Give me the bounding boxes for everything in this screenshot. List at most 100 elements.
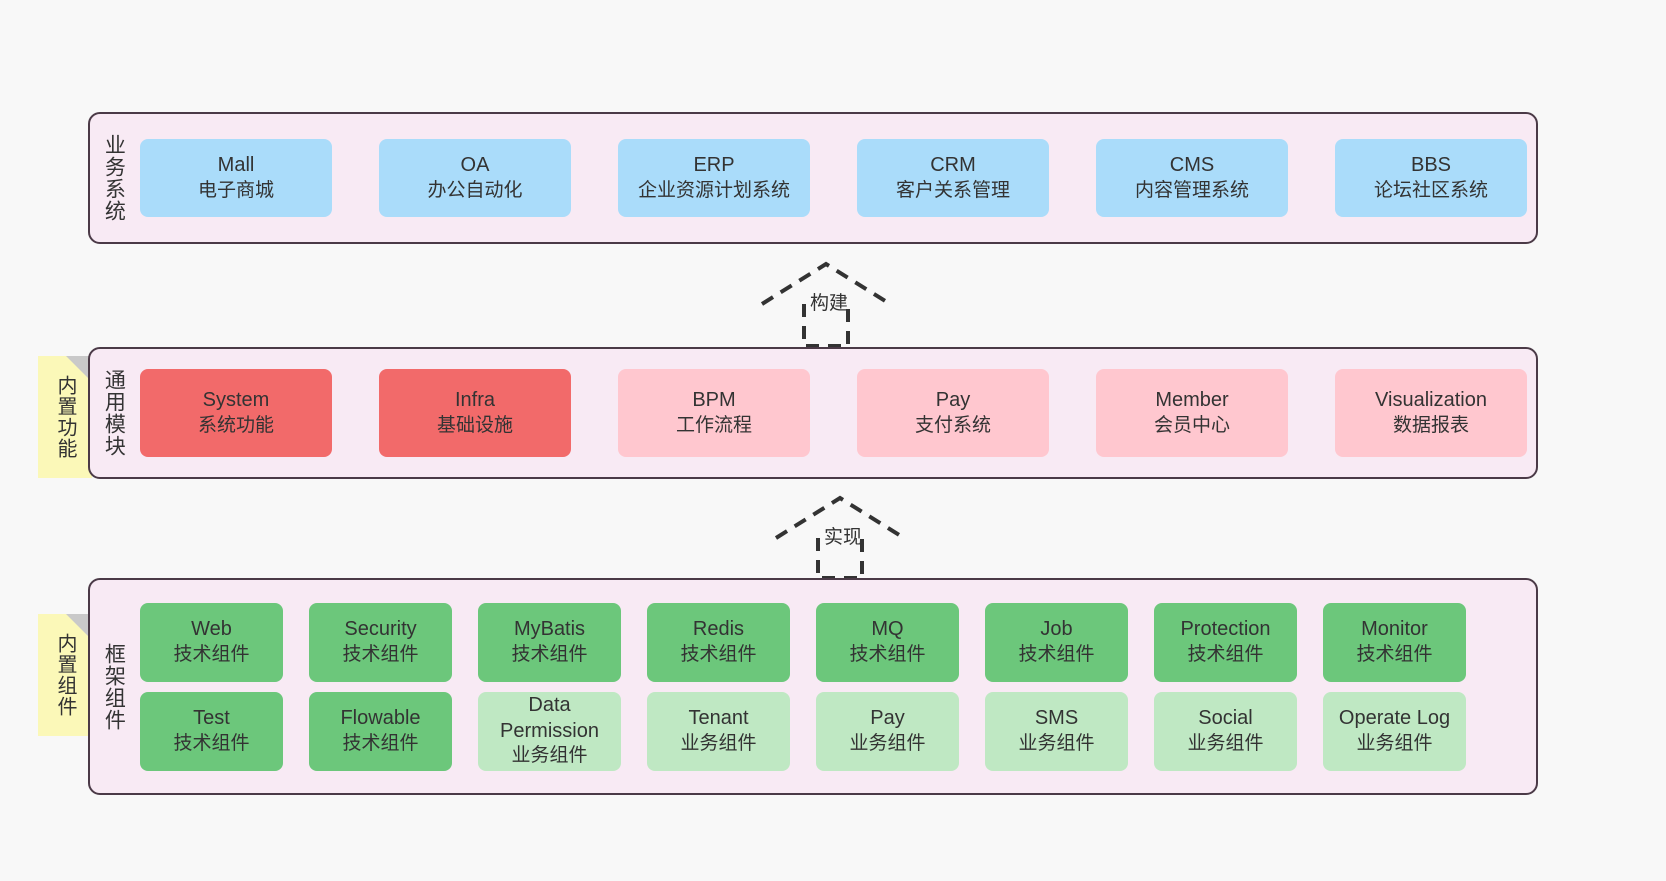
common-module-title: Member [1155,389,1229,412]
business-system-title: CMS [1169,154,1215,177]
common-module-title: System [202,389,270,412]
common-module-title: Pay [935,389,971,412]
common-module-subtitle: 支付系统 [914,414,991,436]
framework-biz-component-title: SMS [1034,707,1079,730]
common-module-subtitle: 系统功能 [197,414,274,436]
framework-biz-component-subtitle: 业务组件 [511,745,588,767]
common-module-title: Infra [454,389,496,412]
framework-biz-component-title: Operate Log [1338,707,1451,730]
tag-builtin-function: 内置功能 [38,356,92,478]
framework-tech-component-title: Protection [1180,618,1271,641]
common-module-subtitle: 基础设施 [436,414,513,436]
framework-tech-component-title: Security [344,618,417,641]
tag-builtin-component-label: 内置组件 [54,633,76,717]
folded-corner-icon [66,356,92,382]
framework-tech-component-subtitle: 技术组件 [511,643,588,665]
dashed-generalization-arrow-icon [774,495,906,580]
framework-biz-component-subtitle: 业务组件 [680,732,757,754]
business-system-title: OA [460,154,490,177]
framework-biz-component-title: Test [193,707,230,730]
framework-tech-component-subtitle: 技术组件 [1187,643,1264,665]
framework-biz-component-title: Data Permission [500,694,599,742]
framework-biz-component-title: Tenant [688,707,749,730]
business-system-subtitle: 电子商城 [197,179,274,201]
framework-tech-component-subtitle: 技术组件 [849,643,926,665]
business-system-title: ERP [693,154,735,177]
framework-tech-component-subtitle: 技术组件 [680,643,757,665]
business-system-subtitle: 企业资源计划系统 [637,179,790,201]
framework-tech-component-title: MQ [871,618,904,641]
framework-tech-component-title: Job [1040,618,1073,641]
framework-biz-component-subtitle: 技术组件 [173,732,250,754]
tag-builtin-component: 内置组件 [38,614,92,736]
framework-tech-component-title: Web [191,618,232,641]
layer-common-module-title: 通用模块 [102,369,126,457]
common-module-subtitle: 工作流程 [675,414,752,436]
framework-biz-component-subtitle: 业务组件 [1187,732,1264,754]
framework-tech-component-title: Redis [692,618,745,641]
connector-build: 构建 [756,256,906,348]
framework-biz-component-subtitle: 业务组件 [849,732,926,754]
framework-tech-component-title: MyBatis [513,618,586,641]
framework-biz-component-box[interactable]: Data Permission 业务组件 [478,691,621,771]
common-module-title: Visualization [1375,389,1487,412]
framework-tech-component-title: Monitor [1361,618,1428,641]
connector-implement-label: 实现 [824,527,863,548]
tag-builtin-function-label: 内置功能 [54,375,76,459]
framework-biz-component-subtitle: 业务组件 [1356,732,1433,754]
folded-corner-icon [66,614,92,640]
connector-build-label: 构建 [810,293,849,314]
framework-tech-component-subtitle: 技术组件 [173,643,250,665]
framework-biz-component-subtitle: 技术组件 [342,732,419,754]
framework-biz-component-subtitle: 业务组件 [1018,732,1095,754]
common-module-title: BPM [692,389,736,412]
framework-tech-component-subtitle: 技术组件 [342,643,419,665]
framework-biz-component-title: Pay [870,707,905,730]
framework-biz-component-title: Social [1198,707,1253,730]
framework-biz-component-title: Flowable [340,707,421,730]
framework-tech-component-subtitle: 技术组件 [1018,643,1095,665]
business-system-title: CRM [930,154,976,177]
common-module-subtitle: 会员中心 [1153,414,1230,436]
connector-implement: 实现 [770,490,920,580]
business-system-subtitle: 客户关系管理 [895,179,1010,201]
business-system-title: BBS [1410,154,1452,177]
